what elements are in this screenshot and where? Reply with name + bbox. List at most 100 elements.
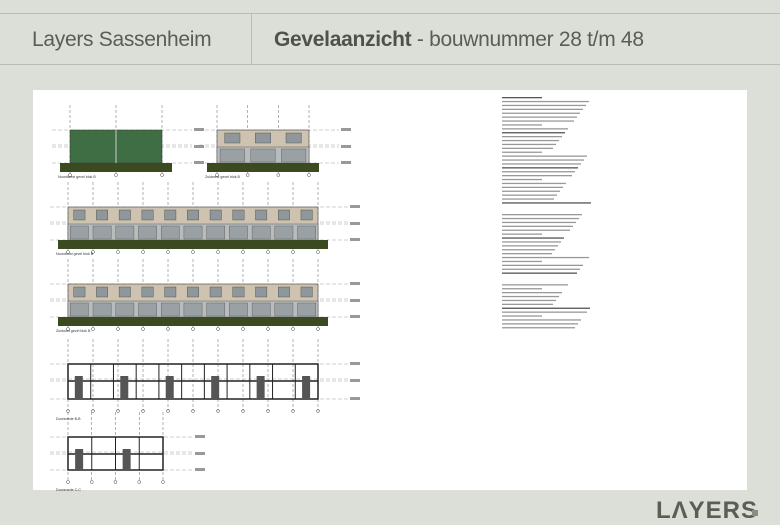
- layers-logo: LΛYERS: [656, 497, 759, 524]
- header-bar: Layers Sassenheim Gevelaanzicht - bouwnu…: [0, 13, 780, 65]
- notes-text-line: [502, 311, 587, 313]
- grid-marker: [91, 250, 95, 254]
- grid-marker: [291, 409, 295, 413]
- window: [96, 209, 108, 221]
- notes-text-line: [502, 178, 542, 181]
- notes-text-line: [502, 97, 542, 99]
- window: [141, 286, 154, 298]
- grid-marker: [166, 327, 170, 331]
- glazing: [70, 225, 89, 240]
- level-tag: [350, 238, 360, 241]
- stair: [302, 376, 311, 399]
- glazing: [92, 225, 112, 240]
- level-tag: [350, 282, 360, 285]
- notes-text-line: [502, 104, 586, 107]
- grid-marker: [91, 327, 95, 331]
- notes-text-line: [502, 132, 565, 134]
- stair: [122, 449, 131, 470]
- grid-marker: [137, 480, 141, 484]
- notes-text-line: [502, 171, 575, 173]
- notes-text-line: [502, 159, 584, 161]
- notes-text-line: [502, 112, 580, 114]
- grid-marker: [66, 327, 70, 331]
- grid-marker: [216, 327, 220, 331]
- stair: [74, 376, 83, 399]
- window: [187, 286, 199, 298]
- stair: [165, 376, 174, 399]
- level-tag: [350, 222, 360, 225]
- grid-marker: [316, 409, 320, 413]
- glazing: [229, 302, 248, 317]
- grid-marker: [245, 173, 250, 177]
- window: [232, 209, 245, 221]
- notes-text-line: [502, 128, 568, 130]
- window: [255, 132, 271, 144]
- notes-text-line: [502, 241, 561, 243]
- grid-marker: [316, 250, 320, 254]
- grid-marker: [241, 250, 245, 254]
- level-tag: [195, 468, 205, 471]
- window: [141, 209, 154, 221]
- glazing: [70, 302, 89, 317]
- notes-text-line: [502, 202, 591, 204]
- notes-text-line: [502, 303, 553, 305]
- level-tag: [350, 299, 360, 302]
- level-tag: [195, 452, 205, 455]
- grid-marker: [66, 480, 70, 484]
- window: [300, 209, 313, 221]
- notes-text-line: [502, 319, 581, 321]
- notes-text-line: [502, 256, 589, 259]
- glazing: [160, 302, 180, 317]
- grid-marker: [90, 480, 94, 484]
- notes-text-line: [502, 284, 568, 286]
- notes-text-line: [502, 214, 582, 216]
- notes-text-line: [502, 249, 555, 251]
- notes-text-line: [502, 116, 577, 118]
- logo-mark: [752, 510, 758, 516]
- notes-text-line: [502, 108, 583, 110]
- notes-text-line: [502, 237, 564, 239]
- window: [73, 209, 86, 221]
- notes-text-line: [502, 190, 560, 192]
- window: [164, 209, 177, 221]
- notes-text-line: [502, 315, 542, 317]
- level-tag: [194, 161, 204, 164]
- window: [285, 132, 302, 144]
- grid-marker: [91, 409, 95, 413]
- notes-text-line: [502, 182, 566, 185]
- stair: [211, 376, 220, 399]
- notes-text-line: [502, 229, 570, 231]
- grid-marker: [166, 250, 170, 254]
- ground: [58, 240, 328, 249]
- notes-text-line: [502, 120, 574, 122]
- grid-marker: [291, 327, 295, 331]
- view-label: Noordoost gevel blok B: [56, 252, 94, 256]
- window: [209, 286, 222, 298]
- window: [209, 209, 222, 221]
- grid-marker: [316, 327, 320, 331]
- glazing: [138, 225, 157, 240]
- notes-text-line: [502, 147, 553, 149]
- glazing: [297, 225, 316, 240]
- level-tag: [341, 145, 351, 148]
- grid-marker: [266, 409, 270, 413]
- grid-marker: [166, 409, 170, 413]
- notes-text-line: [502, 221, 576, 224]
- grid-marker: [191, 250, 195, 254]
- grid-marker: [116, 250, 120, 254]
- grid-marker: [66, 250, 70, 254]
- level-tag: [194, 145, 204, 148]
- stair: [256, 376, 265, 399]
- window: [187, 209, 199, 221]
- notes-text-line: [502, 217, 579, 220]
- notes-text-line: [502, 163, 581, 165]
- view-label: Doorsnede B-B: [56, 417, 81, 421]
- title-bold: Gevelaanzicht: [274, 28, 412, 51]
- notes-text-line: [502, 139, 559, 142]
- notes-text-line: [502, 175, 572, 177]
- notes-text-line: [502, 143, 556, 146]
- notes-text-line: [502, 260, 542, 263]
- stair: [75, 449, 84, 470]
- window: [232, 286, 245, 298]
